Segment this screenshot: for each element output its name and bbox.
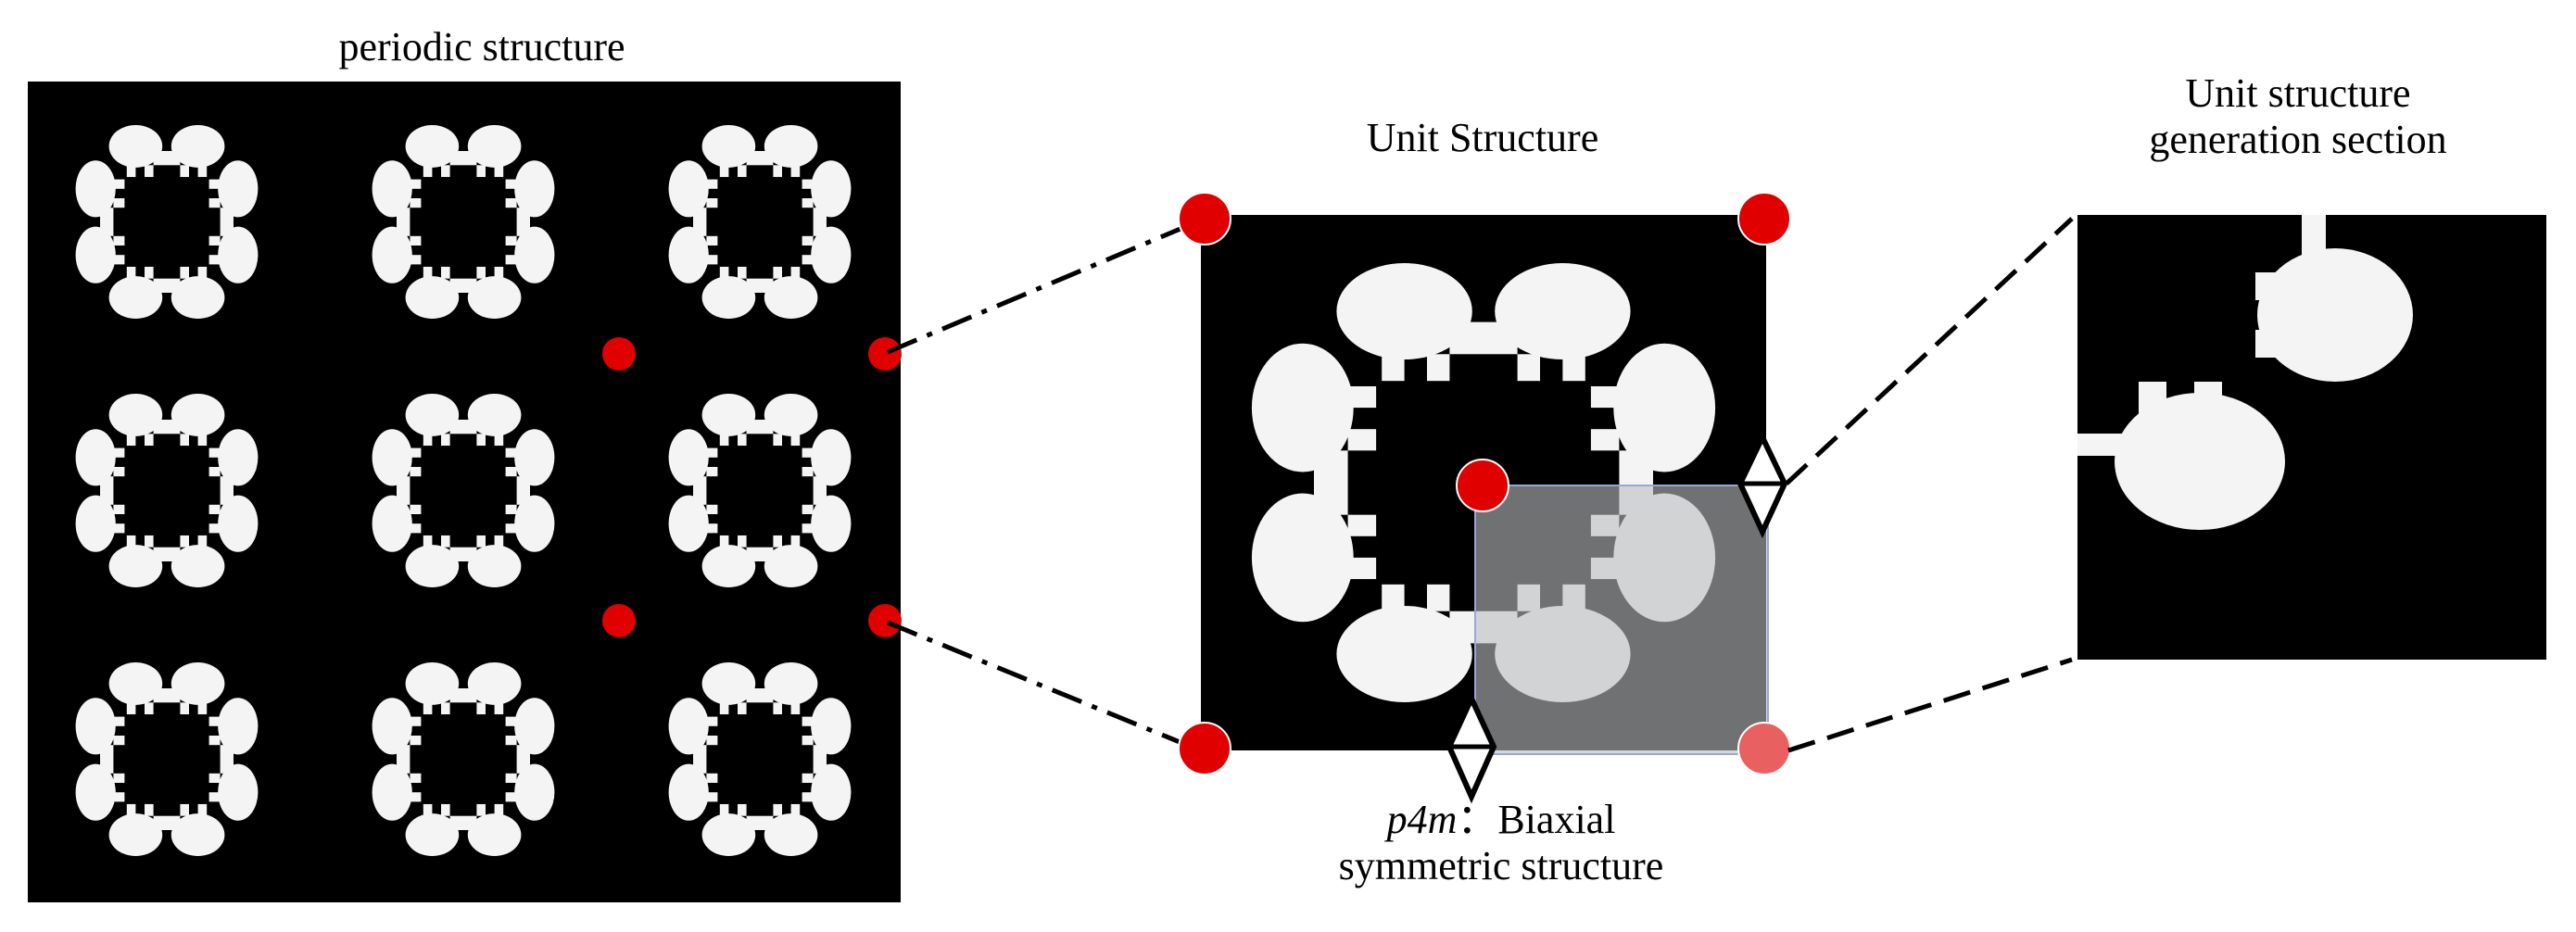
symmetry-group-name: p4m [1386,797,1458,842]
unit-structure-title: Unit Structure [1366,115,1599,160]
generation-section-title: Unit structure generation section [2039,70,2557,163]
unit-corner-marker-bl [1178,722,1231,775]
generation-section-panel [2077,215,2546,660]
symmetry-separator: ： [1457,797,1498,842]
periodic-background [28,82,901,902]
generation-motif-detail [2077,215,2413,530]
symmetry-caption-line2: symmetric structure [1338,843,1664,888]
generation-title-line1: Unit structure [2185,70,2411,116]
periodic-marker [868,604,902,637]
periodic-structure-panel [28,82,902,902]
unit-corner-marker-tr [1737,192,1791,246]
connector-lines-left [887,216,1206,755]
generation-quadrant-highlight [1474,485,1769,755]
unit-center-marker [1456,459,1509,512]
symmetry-caption-line1: p4m：Biaxial [1242,797,1761,843]
periodic-marker [868,337,902,371]
unit-corner-marker-br [1737,722,1791,775]
periodic-marker [602,337,636,371]
generation-title-line2: generation section [2149,117,2447,162]
symmetry-caption: p4m：Biaxial symmetric structure [1242,797,1761,889]
unit-corner-marker-tl [1178,192,1231,246]
periodic-marker [602,604,636,637]
periodic-structure-title: periodic structure [338,24,625,69]
connector-lines-right [1785,217,2074,753]
symmetry-caption-biaxial: Biaxial [1497,797,1616,842]
unit-structure-panel [1178,192,1791,804]
